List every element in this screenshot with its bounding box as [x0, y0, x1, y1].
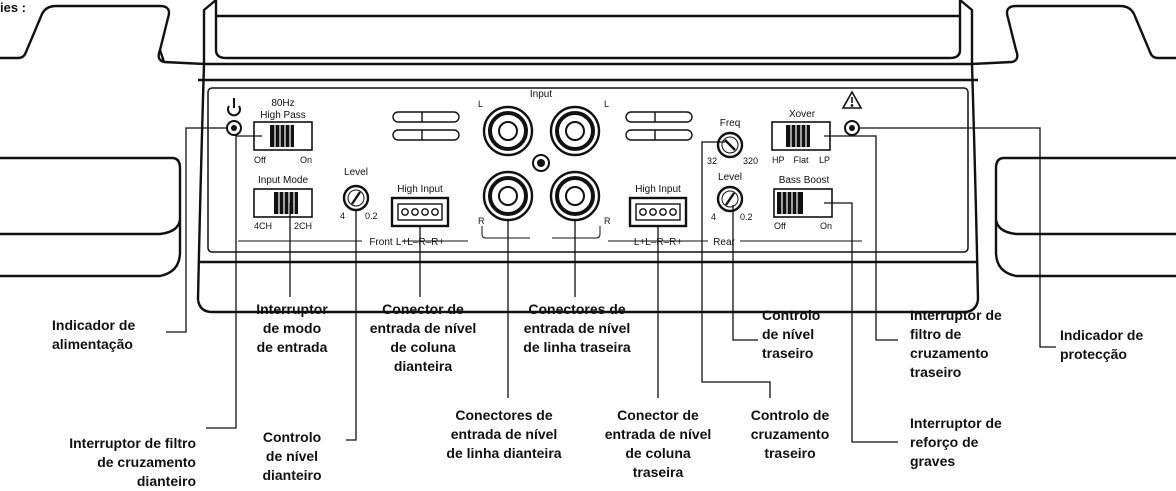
callout-power-indicator: Indicador de alimentação: [52, 317, 136, 352]
high-pass-off-label: Off: [254, 155, 266, 165]
power-indicator-led: [226, 120, 242, 136]
high-pass-label: High Pass: [260, 110, 306, 121]
callout-leader-lines: [166, 127, 1056, 443]
input-brackets: [481, 226, 601, 239]
callout-front-crossover-switch: Interruptor de filtro de cruzamento dian…: [69, 435, 196, 489]
power-icon: [227, 98, 241, 117]
header-fragment: ies :: [0, 0, 26, 15]
amplifier-housing: [0, 0, 1176, 314]
callout-rear-high-input: Conector de entrada de nível de coluna t…: [604, 407, 712, 480]
high-pass-freq-label: 80Hz: [271, 98, 294, 109]
callout-front-line-input: Conectores de entrada de nível de linha …: [446, 407, 562, 461]
rear-high-input-connector[interactable]: [628, 196, 688, 228]
input-label: Input: [530, 89, 552, 100]
front-high-input-connector[interactable]: [390, 196, 450, 228]
bass-boost-label: Bass Boost: [779, 175, 830, 186]
bass-boost-off-label: Off: [774, 221, 786, 231]
bass-boost-switch[interactable]: [773, 188, 833, 218]
input-l-left-label: L: [478, 99, 483, 109]
input-mode-label: Input Mode: [258, 175, 308, 186]
callout-front-level-control: Controlo de nível dianteiro: [262, 429, 322, 483]
freq-min-label: 32: [707, 156, 717, 166]
front-level-max-label: 0.2: [365, 211, 378, 221]
front-rca-right-jack[interactable]: [482, 170, 534, 222]
callout-rear-level-control: Controlo de nível traseiro: [762, 307, 821, 361]
rear-rca-right-jack[interactable]: [549, 170, 601, 222]
rear-high-input-label: High Input: [635, 184, 681, 195]
xover-hp-label: HP: [772, 155, 785, 165]
callout-protection-indicator: Indicador de protecção: [1060, 327, 1144, 362]
front-rca-left-jack[interactable]: [482, 105, 534, 157]
front-high-input-label: High Input: [397, 184, 443, 195]
warning-triangle-icon: [841, 90, 863, 109]
input-r-left-label: R: [478, 216, 485, 226]
freq-label: Freq: [720, 118, 741, 129]
rear-crossover-freq-knob[interactable]: [716, 131, 744, 159]
xover-flat-label: Flat: [793, 155, 809, 165]
front-level-label: Level: [344, 167, 368, 178]
input-l-right-label: L: [604, 99, 609, 109]
high-pass-on-label: On: [300, 155, 312, 165]
callout-rear-crossover-control: Controlo de cruzamento traseiro: [750, 407, 830, 461]
rear-level-max-label: 0.2: [740, 212, 753, 222]
rear-section-label: Rear: [713, 237, 735, 248]
right-vent-slots: [625, 111, 693, 141]
rear-level-min-label: 4: [711, 212, 716, 222]
xover-lp-label: LP: [819, 155, 830, 165]
input-mode-switch[interactable]: [253, 188, 313, 218]
callout-front-high-input: Conector de entrada de nível de coluna d…: [369, 301, 477, 374]
callout-input-mode-switch: Interruptor de modo de entrada: [256, 301, 328, 355]
panel-frame: [207, 87, 969, 253]
left-vent-slots: [392, 111, 460, 141]
front-level-min-label: 4: [340, 211, 345, 221]
front-section-label: Front: [369, 237, 393, 248]
protection-indicator-led: [844, 120, 860, 136]
front-level-knob[interactable]: [342, 184, 370, 212]
rear-crossover-switch[interactable]: [771, 121, 831, 151]
xover-label: Xover: [789, 109, 816, 120]
callout-rear-line-input: Conectores de entrada de nível de linha …: [523, 301, 631, 355]
bass-boost-on-label: On: [820, 221, 832, 231]
front-high-pass-switch[interactable]: [253, 121, 313, 151]
rear-level-label: Level: [718, 172, 742, 183]
input-mode-2ch-label: 2CH: [294, 221, 312, 231]
input-mode-4ch-label: 4CH: [254, 221, 272, 231]
rear-rca-left-jack[interactable]: [549, 105, 601, 157]
input-r-right-label: R: [604, 216, 611, 226]
callout-rear-crossover-switch: Interruptor de filtro de cruzamento tras…: [910, 307, 1002, 380]
rear-level-knob[interactable]: [716, 185, 744, 213]
callout-bass-boost-switch: Interruptor de reforço de graves: [910, 415, 1002, 469]
ground-screw-icon: [532, 154, 550, 172]
freq-max-label: 320: [743, 156, 758, 166]
